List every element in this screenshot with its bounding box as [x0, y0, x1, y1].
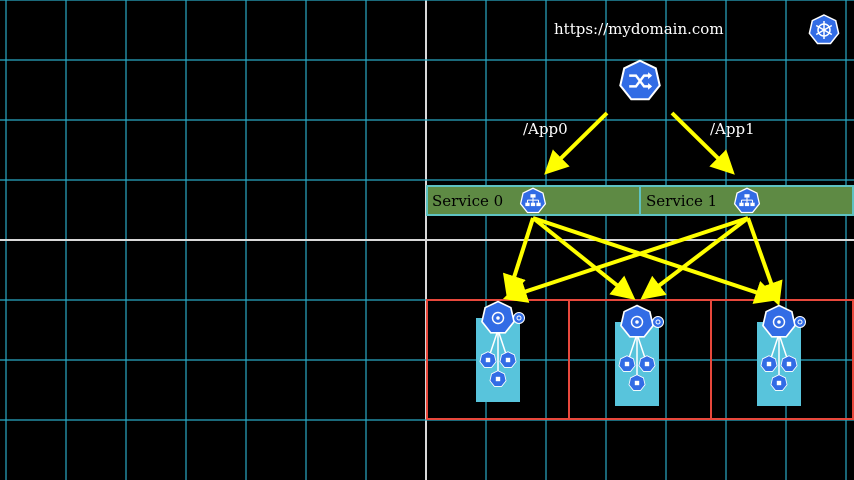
- arrow-service-0-to-pod-1: [531, 216, 636, 300]
- badge-icon: [794, 316, 806, 328]
- service-0-label: Service 0: [432, 192, 504, 210]
- badge-icon: [513, 312, 525, 324]
- deployment-cluster-2: [760, 304, 806, 391]
- arrow-service-0-to-pod-0: [502, 217, 535, 300]
- deployment-icon: [762, 304, 796, 338]
- deployment-icon: [481, 300, 515, 334]
- arrow-service-0-to-pod-2: [532, 216, 780, 304]
- service-0-icon: [519, 187, 547, 214]
- service-1-icon: [733, 187, 761, 214]
- badge-icon: [652, 316, 664, 328]
- service-1-label: Service 1: [646, 192, 718, 210]
- traffic-arrows: [502, 111, 783, 307]
- deployment-icon: [620, 304, 654, 338]
- arrow-ingress-to-service-1: [670, 111, 735, 175]
- pod-icon: [760, 355, 778, 372]
- pod-icon: [479, 351, 497, 368]
- pod-icon: [499, 351, 517, 368]
- pod-icon: [618, 355, 636, 372]
- url-label: https://mydomain.com: [554, 20, 724, 38]
- deployment-cluster-1: [618, 304, 664, 391]
- pod-icon: [628, 374, 646, 391]
- pod-icon: [780, 355, 798, 372]
- arrow-service-1-to-pod-2: [746, 217, 783, 307]
- pod-icon: [770, 374, 788, 391]
- kubernetes-helm-wheel-icon: [808, 14, 840, 45]
- deployment-cluster-0: [479, 300, 525, 387]
- arrow-service-1-to-pod-1: [640, 216, 750, 300]
- route-label-app0: /App0: [523, 120, 568, 138]
- pod-icon: [489, 370, 507, 387]
- ingress-shuffle-icon[interactable]: [619, 59, 661, 101]
- route-label-app1: /App1: [710, 120, 755, 138]
- arrow-service-1-to-pod-0: [502, 216, 749, 303]
- arrow-ingress-to-service-0: [544, 111, 609, 175]
- pod-icon: [638, 355, 656, 372]
